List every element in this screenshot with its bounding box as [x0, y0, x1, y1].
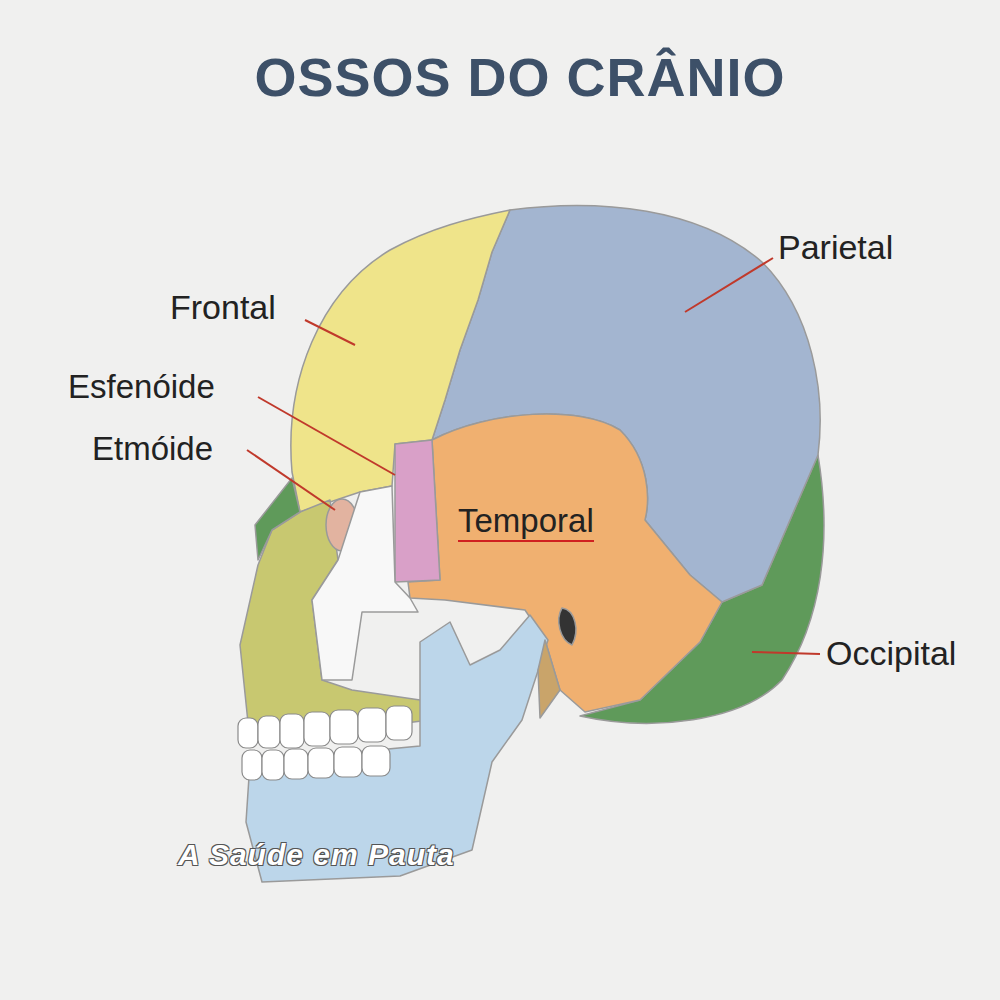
label-slot: Temporal — [458, 502, 594, 542]
bone-label: Etmóide — [92, 430, 213, 468]
label-slot: Parietal — [778, 228, 893, 267]
label-slot: A Saúde em Pauta — [178, 838, 455, 873]
label-slot: Occipital — [826, 634, 956, 673]
sphenoid-bone — [395, 440, 440, 582]
bone-label: Temporal — [458, 502, 594, 542]
styloid-process — [538, 640, 560, 718]
bone-label: Esfenóide — [68, 368, 215, 406]
zygomatic-bone — [312, 486, 418, 680]
title-slot: OSSOS DO CRÂNIO — [0, 46, 1000, 108]
teeth — [238, 706, 412, 780]
nasal-bone — [255, 478, 300, 560]
ear-canal — [559, 608, 576, 645]
label-slot: Frontal — [170, 288, 276, 327]
label-slot: Etmóide — [92, 430, 213, 468]
watermark: A Saúde em Pauta — [178, 838, 455, 873]
leader-lines — [247, 258, 820, 654]
label-slot: Esfenóide — [68, 368, 215, 406]
diagram-title: OSSOS DO CRÂNIO — [0, 46, 1000, 108]
bone-label: Occipital — [826, 634, 956, 673]
bone-label: Parietal — [778, 228, 893, 267]
bone-label: Frontal — [170, 288, 276, 327]
